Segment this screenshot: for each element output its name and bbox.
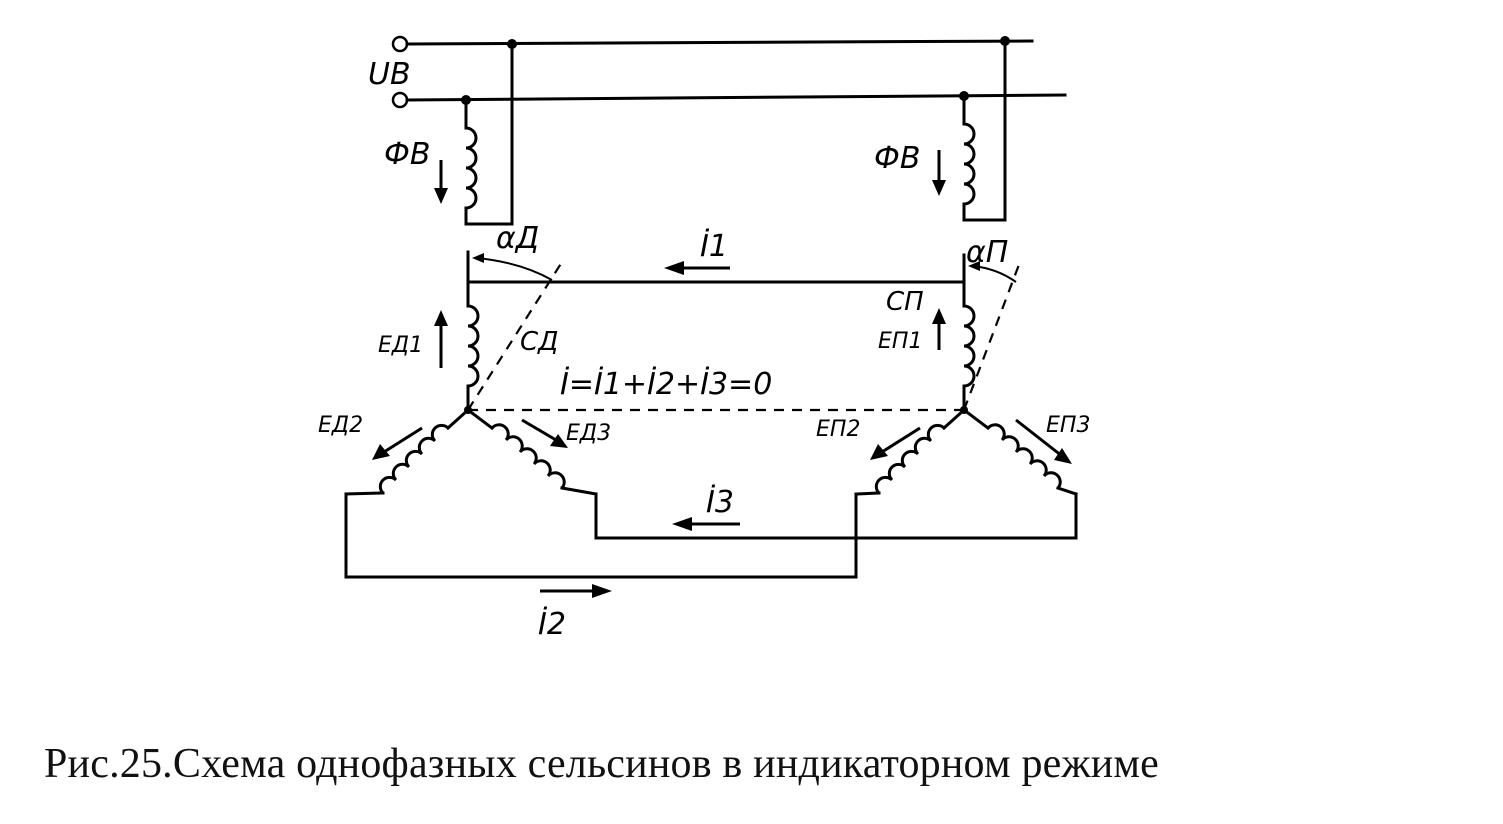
phase-3-link [594,492,1078,540]
current-3-label: İ3 [706,484,734,520]
receiver-label: СП [886,287,924,317]
angle-arc-receiver [968,261,1017,283]
current-2-arrow [540,584,612,598]
angle-arc-transmitter [472,253,553,281]
flux-label-right: ФB [874,141,920,176]
flux-arrow-left [434,160,448,204]
emf-p2-label: EП2 [816,417,860,442]
supply-terminal-bottom [391,91,409,109]
supply-line-top [405,39,1034,46]
phase-1-link [466,250,966,308]
emf-arrow-p2 [870,426,921,460]
emf-arrow-p3 [1015,418,1072,464]
emf-d1-label: EД1 [378,333,423,358]
transmitter-label: СД [520,327,558,357]
excitation-winding-left [461,39,517,226]
current-sum-equation: İ=İ1+İ2+İ3=0 [560,366,772,402]
angle-label-receiver: αП [966,235,1008,270]
current-2-label: İ2 [538,606,566,642]
flux-arrow-right [932,150,946,196]
flux-label-left: ФB [384,137,430,172]
supply-line-bottom [405,93,1067,102]
transmitter-star-windings [344,406,598,496]
emf-arrow-d2 [372,426,423,460]
angle-label-transmitter: αД [496,221,539,256]
current-1-arrow [664,261,730,275]
emf-arrow-d3 [521,418,568,448]
supply-terminal-top [391,35,409,53]
emf-d3-label: EД3 [566,421,611,446]
phase-2-link [344,492,858,579]
emf-d2-label: EД2 [318,413,363,438]
transmitter-winding-1 [466,304,480,412]
transmitter-rotor-axis [467,261,563,411]
emf-p1-label: EП1 [878,329,922,354]
receiver-winding-1 [962,304,976,412]
emf-arrow-d1 [434,310,448,368]
excitation-winding-right [959,36,1010,222]
emf-arrow-p1 [932,308,946,350]
figure-caption: Рис.25.Схема однофазных сельсинов в инди… [44,741,1159,787]
current-1-label: İ1 [700,228,728,264]
receiver-star-windings [854,406,1078,496]
current-3-arrow [672,517,740,531]
emf-p3-label: EП3 [1046,413,1090,438]
receiver-rotor-axis [962,261,1022,411]
supply-voltage-label: UB [368,57,411,92]
